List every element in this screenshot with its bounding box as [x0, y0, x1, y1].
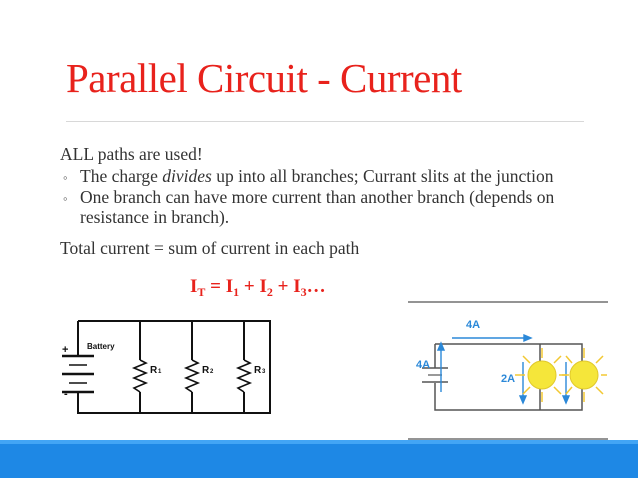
- formula-term: + I: [272, 276, 301, 297]
- parallel-circuit-schematic: Battery + - R 1 R 2 R 3: [62, 320, 271, 414]
- circuit-wire: [434, 343, 583, 411]
- light-bulb-1-icon: [515, 348, 569, 402]
- battery-symbol: [62, 354, 94, 394]
- current-formula: IT = I1 + I2 + I3…: [190, 276, 326, 300]
- resistor-r1-subscript: 1: [158, 369, 162, 375]
- resistor-r3-label: R: [254, 365, 262, 376]
- formula-term: + I: [239, 276, 267, 297]
- bullet-2-line-2: resistance in branch).: [80, 207, 230, 227]
- source-current-label: 4A: [416, 359, 430, 371]
- footer-accent-bar: [0, 440, 638, 478]
- bullet-item: The charge divides up into all branches;…: [80, 166, 554, 187]
- light-bulb-2-icon: [562, 348, 607, 402]
- bullet-marker: ◦: [63, 191, 68, 206]
- bullet-1-emphasis: divides: [162, 166, 212, 186]
- bullet-1-text-start: The charge: [80, 166, 163, 186]
- formula-subscript: T: [197, 285, 206, 299]
- branch-current-label: 2A: [501, 373, 515, 385]
- resistor-r2-symbol: [183, 359, 201, 393]
- bullet-marker: ◦: [63, 170, 68, 185]
- resistor-r1-symbol: [131, 359, 149, 393]
- formula-subscript: 3: [300, 285, 307, 299]
- current-flow-illustration: 4A 4A 2A: [408, 301, 608, 440]
- formula-ellipsis: …: [306, 276, 326, 297]
- resistor-r2-label: R: [202, 365, 210, 376]
- positive-terminal-label: +: [62, 344, 68, 356]
- bullet-1-text-end: up into all branches; Currant slits at t…: [211, 166, 554, 186]
- battery-symbol: [422, 367, 448, 383]
- battery-label: Battery: [87, 342, 115, 351]
- resistor-r1-label: R: [150, 365, 158, 376]
- resistor-r3-symbol: [235, 359, 253, 393]
- footer-accent-highlight: [0, 440, 638, 444]
- resistor-r2-subscript: 2: [210, 369, 214, 375]
- bullet-2-line-1: One branch can have more current than an…: [80, 187, 555, 207]
- resistor-r3-subscript: 3: [262, 369, 266, 375]
- formula-subscript: 1: [233, 285, 240, 299]
- formula-term: = I: [205, 276, 234, 297]
- total-current-text: Total current = sum of current in each p…: [60, 238, 360, 258]
- slide-title: Parallel Circuit - Current: [66, 55, 462, 101]
- negative-terminal-label: -: [64, 388, 68, 400]
- title-divider: [66, 121, 584, 122]
- formula-symbol: I: [190, 276, 198, 297]
- circuit-wire: [77, 320, 271, 414]
- intro-text: ALL paths are used!: [60, 144, 203, 164]
- formula-subscript: 2: [266, 285, 273, 299]
- top-current-label: 4A: [466, 319, 480, 331]
